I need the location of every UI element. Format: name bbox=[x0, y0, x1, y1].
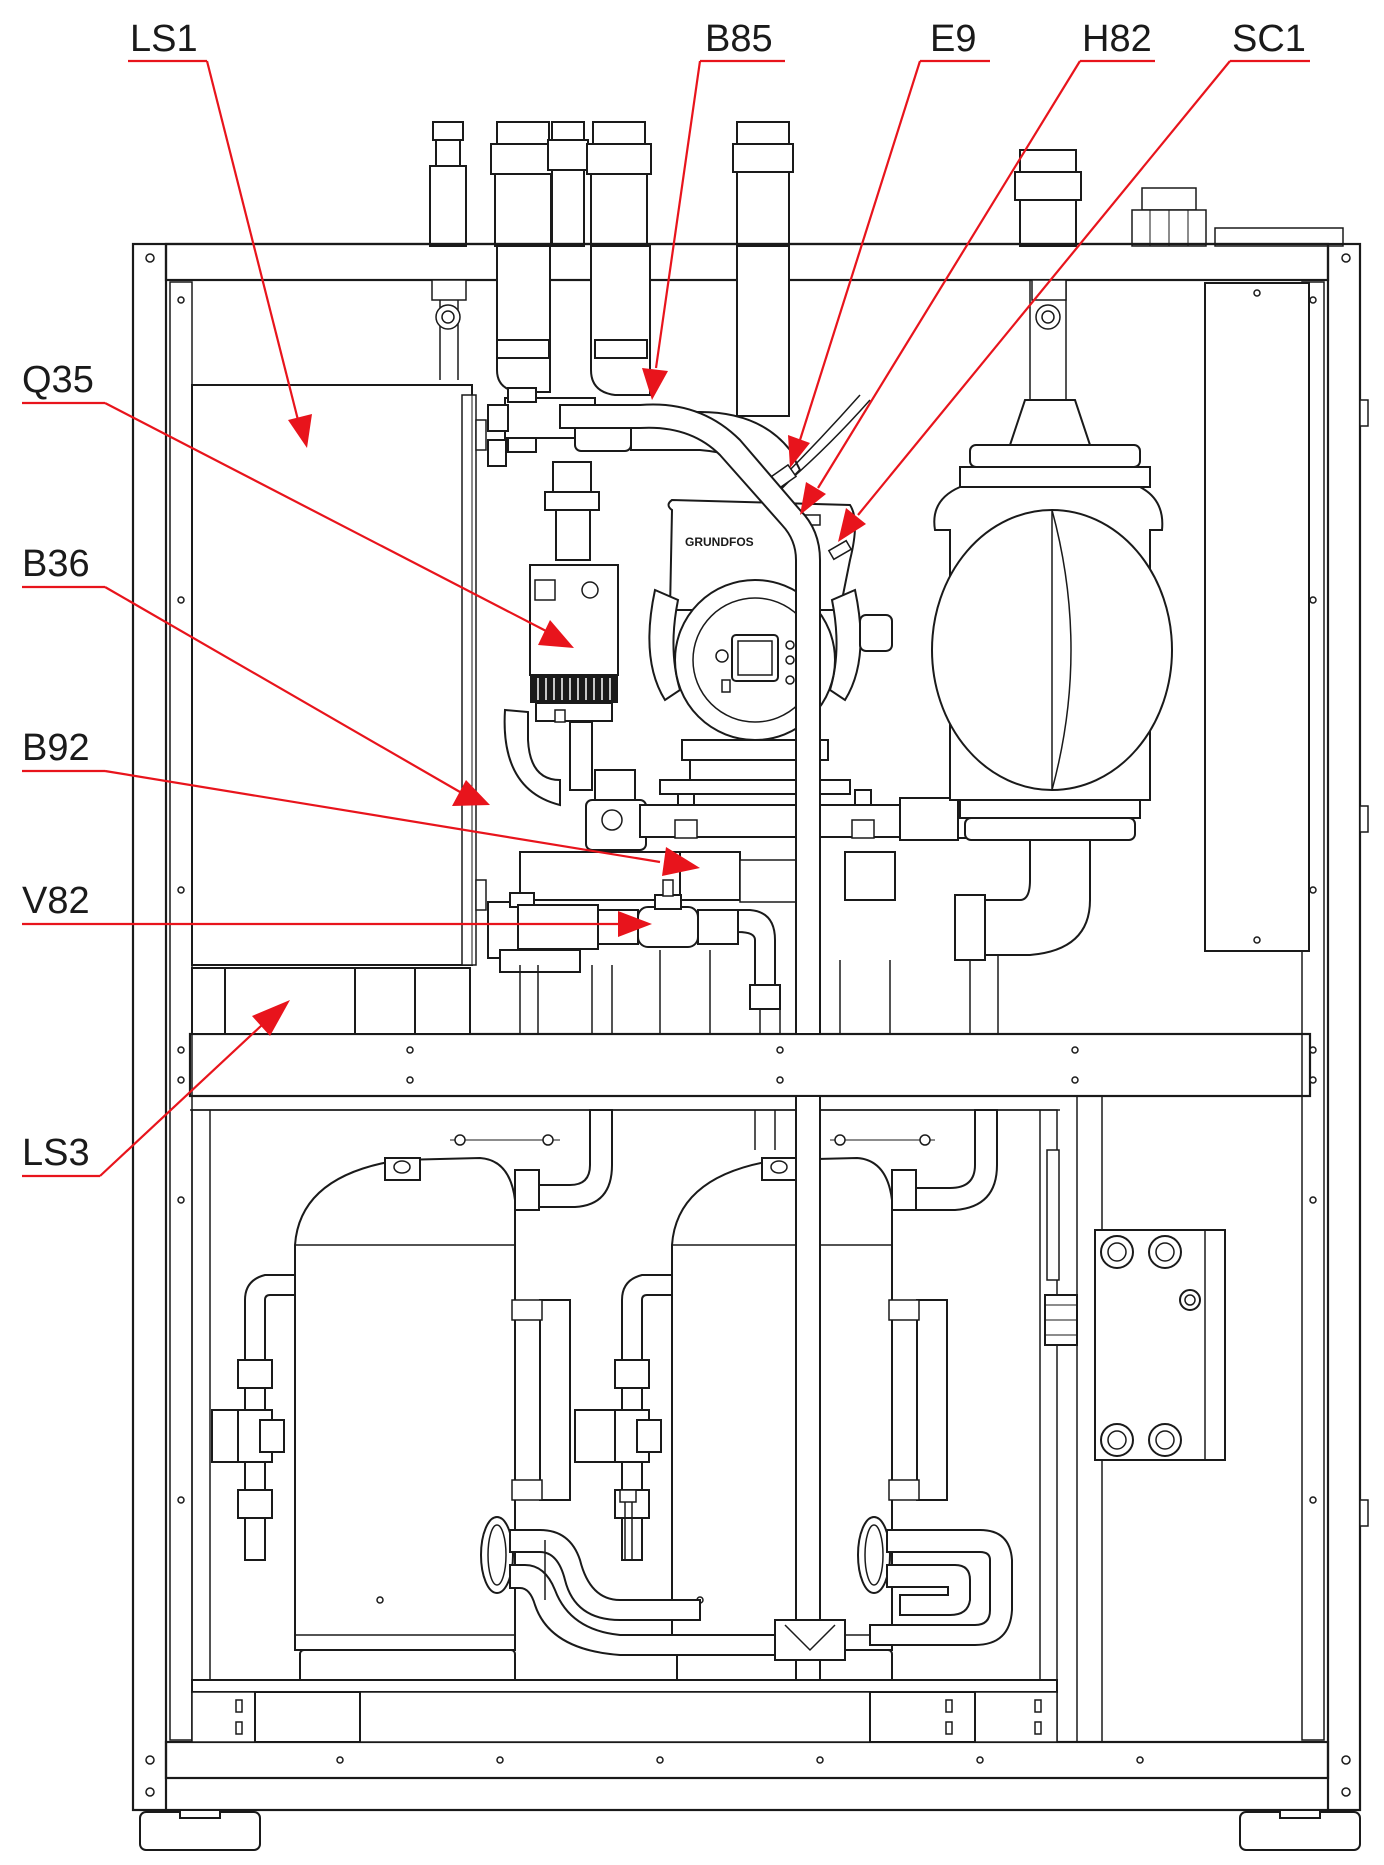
callout-h82 bbox=[800, 59, 1155, 515]
label-e9: E9 bbox=[930, 18, 976, 60]
top-pipes bbox=[429, 121, 1344, 247]
callout-sc1 bbox=[838, 59, 1310, 542]
label-ls1: LS1 bbox=[130, 18, 198, 60]
upper-compartment: GRUNDFOS bbox=[191, 245, 1310, 1035]
compressor-1 bbox=[211, 1134, 571, 1691]
callout-b85 bbox=[642, 59, 785, 400]
callout-b92 bbox=[22, 769, 700, 876]
ls3-boxes bbox=[191, 967, 471, 1035]
q35-valve bbox=[529, 461, 619, 723]
pump-brand-label: GRUNDFOS bbox=[685, 535, 754, 549]
label-v82: V82 bbox=[22, 880, 90, 922]
lower-compartment bbox=[191, 1095, 1226, 1743]
callout-b36 bbox=[22, 585, 490, 806]
callout-v82 bbox=[22, 911, 652, 937]
callout-ls3 bbox=[22, 1000, 290, 1178]
label-b92: B92 bbox=[22, 727, 90, 769]
ls1-electrical-box bbox=[191, 384, 487, 966]
callout-e9 bbox=[788, 59, 990, 468]
label-q35: Q35 bbox=[22, 359, 94, 401]
expansion-valve-body bbox=[931, 399, 1173, 961]
label-b85: B85 bbox=[705, 18, 773, 60]
callout-q35 bbox=[22, 401, 574, 648]
callout-leaders bbox=[22, 59, 1310, 1178]
callout-labels: LS1 B85 E9 H82 SC1 Q35 B36 B92 V82 LS3 bbox=[22, 18, 1306, 1174]
grundfos-pump: GRUNDFOS bbox=[648, 394, 893, 795]
label-ls3: LS3 bbox=[22, 1132, 90, 1174]
label-h82: H82 bbox=[1082, 18, 1152, 60]
label-b36: B36 bbox=[22, 543, 90, 585]
compressor-2 bbox=[574, 1134, 948, 1691]
callout-ls1 bbox=[128, 59, 312, 448]
label-sc1: SC1 bbox=[1232, 18, 1306, 60]
lower-pipework bbox=[480, 1489, 1013, 1661]
connection-panel bbox=[1044, 1229, 1226, 1461]
frame-screws bbox=[145, 253, 1351, 1797]
